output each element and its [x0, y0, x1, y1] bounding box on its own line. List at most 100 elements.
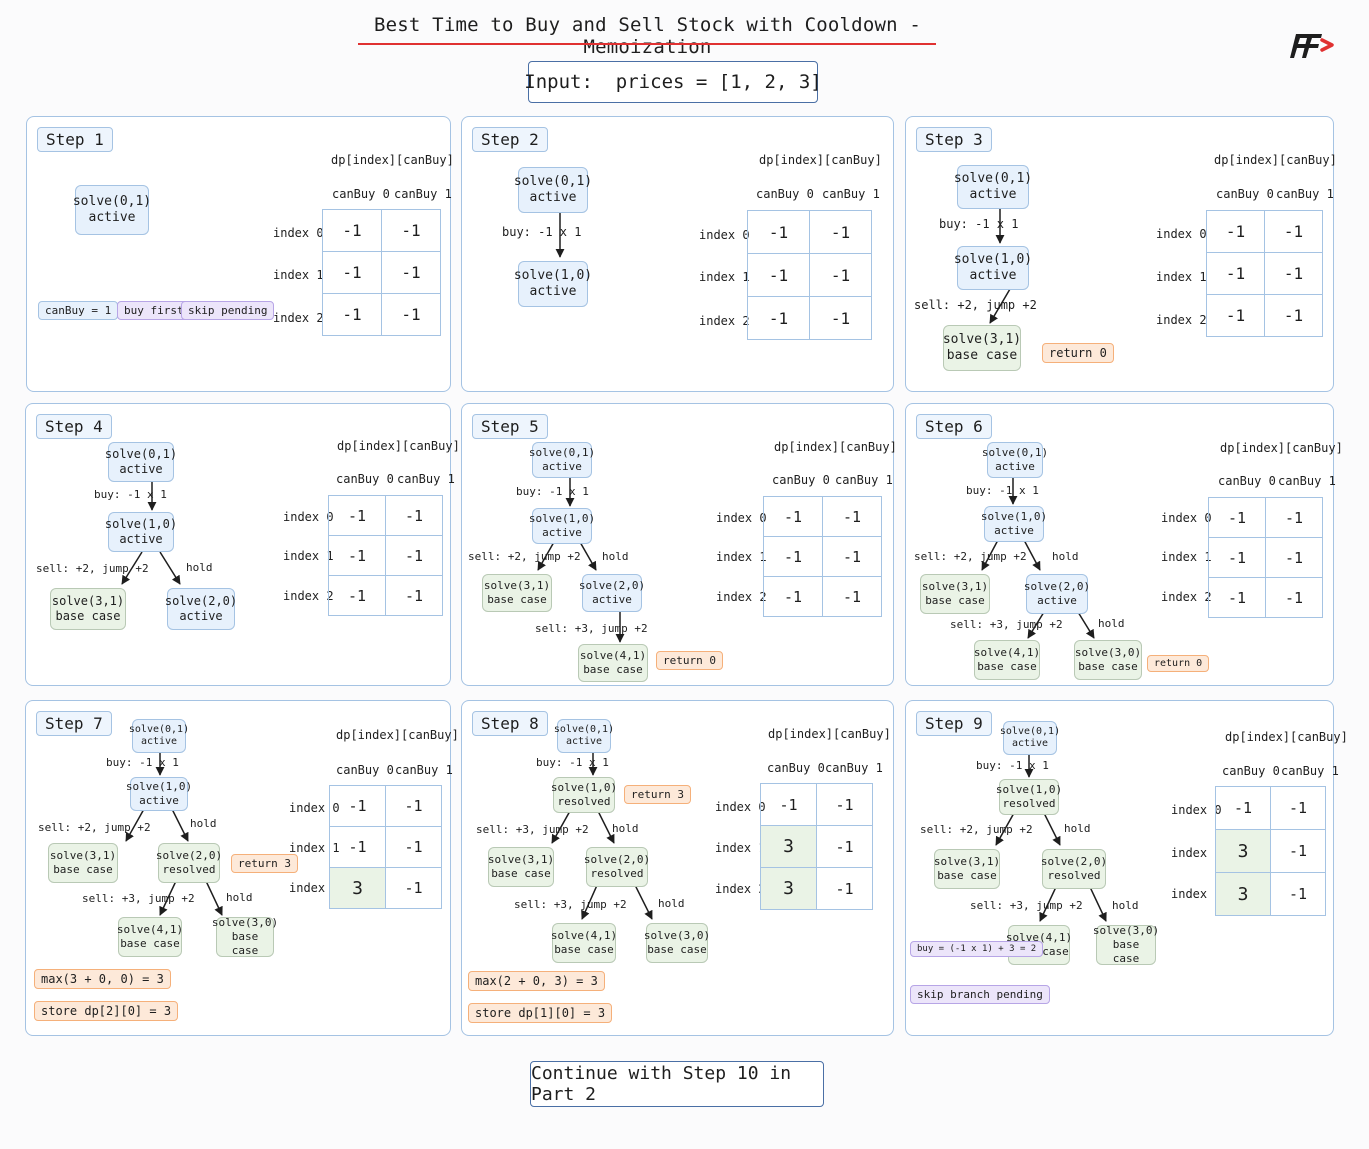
step-4-panel: Step 4 solve(0,1)active buy: -1 x 1 solv… [25, 403, 460, 686]
tree-node: solve(2,0)active [165, 588, 237, 630]
dp-title: dp[index][canBuy] [774, 440, 897, 454]
tree-node: solve(3,0)base case [211, 916, 279, 957]
edge-label: sell: +3, jump +2 [535, 622, 648, 635]
page-title: Best Time to Buy and Sell Stock with Coo… [373, 14, 922, 58]
edge-label: sell: +2, jump +2 [920, 823, 1033, 836]
step-label: Step 2 [472, 127, 548, 152]
edge-label: hold [226, 891, 253, 904]
dp-cell: -1 [747, 296, 810, 340]
row-header: index 0 [289, 801, 340, 815]
dp-cell: -1 [1265, 537, 1323, 578]
dp-cell: -1 [1270, 872, 1326, 916]
dp-cell: 3 [760, 825, 817, 868]
dp-cell: -1 [385, 535, 443, 576]
tree-edges [995, 753, 1107, 922]
dp-cell: -1 [809, 296, 872, 340]
dp-table: -1-1 3-1 3-1 [1215, 786, 1326, 916]
edge-label: buy: -1 x 1 [502, 225, 582, 239]
dp-cell: -1 [385, 575, 443, 616]
continue-box: Continue with Step 10 in Part 2 [530, 1061, 824, 1107]
edge-label: sell: +3, jump +2 [514, 898, 627, 911]
row-header: index 2 [283, 589, 334, 603]
col-header: canBuy 0 [1218, 474, 1276, 488]
dp-cell: -1 [1208, 537, 1266, 578]
dp-cell: -1 [809, 210, 872, 254]
dp-cell: -1 [1270, 829, 1326, 873]
edge-label: sell: +2, jump +2 [914, 298, 1037, 312]
step-label: Step 7 [36, 711, 112, 736]
dp-title: dp[index][canBuy] [1220, 441, 1343, 455]
col-header: canBuy 1 [394, 187, 452, 201]
tree-node: solve(4,1)base case [578, 644, 648, 682]
edge-label: hold [658, 897, 685, 910]
row-header: index 2 [289, 881, 340, 895]
dp-cell: -1 [1264, 294, 1323, 337]
dp-cell: -1 [385, 867, 442, 909]
col-header: canBuy 0 [1222, 764, 1280, 778]
tree-node: solve(0,1)active [105, 442, 177, 482]
row-header: index 0 [1156, 227, 1207, 241]
col-header: canBuy 0 [336, 763, 394, 777]
tree-node: solve(3,1)base case [48, 843, 118, 883]
edge-label: hold [1098, 617, 1125, 630]
can-buy-badge: canBuy = 1 [38, 301, 119, 320]
tree-node: solve(1,0)resolved [996, 779, 1062, 815]
dp-cell: -1 [1265, 577, 1323, 618]
tree-node: solve(3,0)base case [1074, 640, 1142, 680]
max-calc-badge: max(3 + 0, 0) = 3 [34, 969, 171, 989]
dp-cell: -1 [328, 535, 386, 576]
row-header: index 1 [1171, 846, 1222, 860]
dp-cell: 3 [329, 867, 386, 909]
edge-label: hold [1112, 899, 1139, 912]
edge-label: buy: -1 x 1 [106, 756, 179, 769]
dp-cell: -1 [328, 575, 386, 616]
return-badge: return 0 [1042, 343, 1114, 363]
row-header: index 2 [715, 882, 766, 896]
row-header: index 1 [1161, 550, 1212, 564]
dp-cell: 3 [1215, 829, 1271, 873]
dp-cell: -1 [816, 867, 873, 910]
dp-cell: 3 [1215, 872, 1271, 916]
dp-title: dp[index][canBuy] [1225, 730, 1348, 744]
dp-cell: -1 [1264, 252, 1323, 295]
tree-node: solve(2,0)active [579, 574, 645, 612]
step-label: Step 4 [36, 414, 112, 439]
dp-cell: -1 [329, 785, 386, 827]
tree-node: solve(0,1)active [73, 185, 151, 235]
dp-cell: -1 [322, 251, 382, 294]
step-1-panel: Step 1 solve(0,1)active canBuy = 1 buy f… [26, 116, 454, 392]
col-header: canBuy 0 [336, 472, 394, 486]
dp-cell: -1 [1208, 577, 1266, 618]
edge-label: hold [612, 822, 639, 835]
row-header: index 2 [1171, 887, 1222, 901]
dp-cell: -1 [816, 783, 873, 826]
tree-edges [989, 209, 1011, 324]
row-header: index 0 [1161, 511, 1212, 525]
dp-table: -1-1 -1-1 3-1 [329, 785, 442, 909]
row-header: index 1 [715, 841, 766, 855]
row-header: index 2 [716, 590, 767, 604]
dp-cell: -1 [329, 826, 386, 868]
tree-node: solve(2,0)resolved [584, 847, 650, 887]
row-header: index 0 [273, 226, 324, 240]
title-underline [358, 43, 936, 45]
dp-cell: -1 [822, 496, 882, 537]
dp-cell: -1 [328, 495, 386, 536]
max-calc-badge: max(2 + 0, 3) = 3 [468, 971, 605, 991]
step-label: Step 6 [916, 414, 992, 439]
edge-label: sell: +2, jump +2 [914, 550, 1027, 563]
col-header: canBuy 1 [395, 763, 453, 777]
tree-node: solve(1,0)active [981, 506, 1047, 542]
row-header: index 1 [699, 270, 750, 284]
brand-logo-icon [1290, 34, 1334, 58]
tree-edges [981, 476, 1095, 639]
step-7-panel: Step 7 solve(0,1)active buy: -1 x 1 solv… [25, 700, 459, 1036]
edge-label: sell: +3, jump +2 [970, 899, 1083, 912]
input-box: Input: prices = [1, 2, 3] [524, 61, 822, 103]
tree-node: solve(1,0)active [126, 777, 192, 811]
step-2-panel: Step 2 solve(0,1)active buy: -1 x 1 solv… [461, 116, 894, 392]
dp-cell: -1 [763, 576, 823, 617]
col-header: canBuy 0 [772, 473, 830, 487]
dp-cell: -1 [760, 783, 817, 826]
step-label: Step 3 [916, 127, 992, 152]
